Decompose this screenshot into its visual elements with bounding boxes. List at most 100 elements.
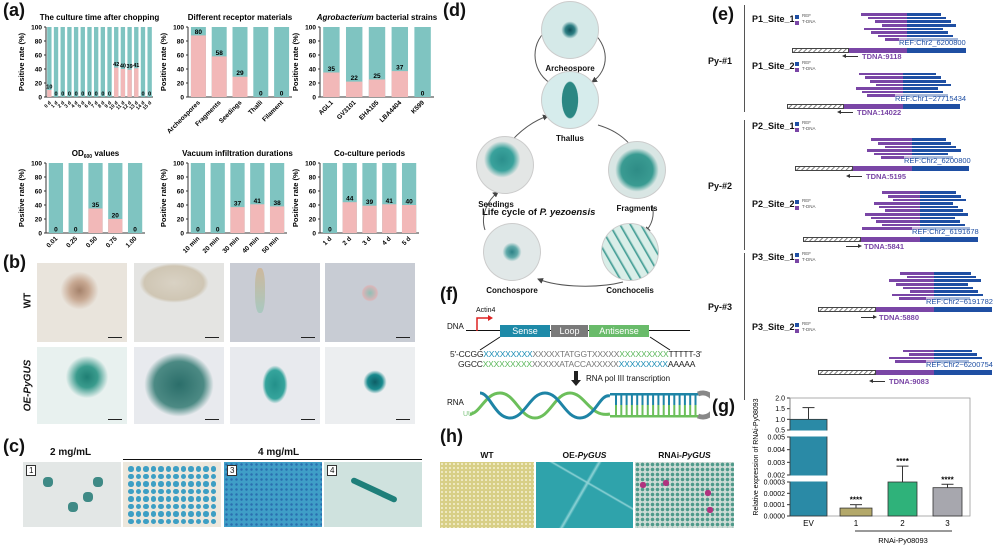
y-tick-label: 100: [305, 161, 316, 168]
read-tdna-segment: [903, 349, 934, 353]
well: [165, 511, 171, 517]
well: [173, 473, 179, 479]
well: [173, 488, 179, 494]
x-tick-label: 11 d: [115, 100, 126, 111]
bar-negative: [140, 27, 146, 97]
legend-ref-swatch: [795, 62, 799, 66]
well: [180, 511, 186, 517]
read-ref-segment: [903, 87, 938, 90]
well: [143, 488, 149, 494]
read-ref-segment: [907, 20, 951, 23]
x-tick-label: 2 d: [57, 100, 66, 109]
read-ref-segment: [934, 349, 972, 353]
read-tdna-segment: [856, 87, 903, 90]
x-axis-label: RNAi-Py08093: [878, 536, 928, 545]
data-label: 40: [405, 199, 413, 206]
bar-chart-1: The culture time after choppingPositive …: [17, 13, 159, 111]
bar-2: [887, 481, 918, 517]
legend-tdna-label: T-DNA: [802, 327, 816, 332]
read-tdna-segment: [873, 202, 920, 205]
well: [128, 496, 134, 502]
read-ref-segment: [903, 80, 946, 83]
y-tick-label: 60: [309, 53, 317, 60]
arrow-left-icon: [871, 381, 885, 382]
well: [150, 496, 156, 502]
x-tick-label: Seedings: [218, 99, 244, 125]
arrow-right-icon: [846, 246, 860, 247]
bar-negative: [53, 27, 59, 97]
well: [210, 466, 216, 472]
x-tick-label: 3: [945, 519, 950, 528]
data-label: 0: [280, 91, 284, 98]
stage-image-archeospore: [542, 2, 598, 58]
data-label: 0: [61, 92, 64, 98]
read-tdna-segment: [903, 286, 934, 290]
x-tick-label: 4 d: [70, 100, 79, 109]
bar-negative: [68, 163, 83, 233]
read-tdna-segment: [878, 142, 912, 145]
y-tick-label: 0: [38, 95, 42, 102]
y-tick-label: 80: [309, 39, 317, 46]
y-tick-label: 40: [309, 67, 317, 74]
legend-tdna-label: T-DNA: [802, 204, 816, 209]
read-tdna-segment: [896, 283, 934, 286]
data-label: 39: [366, 199, 374, 206]
well: [165, 518, 171, 524]
read-ref-segment: [920, 213, 968, 216]
read-tdna-segment: [892, 293, 934, 297]
data-label: 0: [101, 92, 104, 98]
well: [165, 481, 171, 487]
hatched-vector-segment: [787, 104, 844, 109]
read-ref-segment: [903, 83, 951, 87]
y-tick-label: 100: [173, 161, 184, 168]
arrow-head: [873, 315, 877, 319]
bar-positive: [190, 35, 206, 97]
legend-tdna-label: T-DNA: [802, 19, 816, 24]
well: [203, 518, 209, 524]
bar-negative: [190, 163, 206, 233]
well: [128, 511, 134, 517]
read-ref-segment: [907, 34, 953, 38]
well: [195, 518, 201, 524]
bar-positive: [362, 205, 377, 233]
legend-ref-label: REF: [802, 321, 811, 326]
legend-ref-label: REF: [802, 13, 811, 18]
site-label: P3_Site_1: [752, 252, 795, 262]
scale-bar: [396, 337, 410, 338]
x-tick-label: 6 d: [84, 100, 93, 109]
ref-position-label: REF:Chr1~27715434: [895, 94, 967, 103]
group-divider: [744, 120, 745, 250]
y-tick-label: 0.0001: [764, 502, 786, 509]
y-tick-label: 60: [309, 189, 317, 196]
arrow-left-icon: [839, 112, 853, 113]
well: [203, 488, 209, 494]
read-tdna-segment: [867, 94, 903, 97]
stained-fragment: [83, 492, 93, 502]
well: [150, 488, 156, 494]
y-axis-label: Positive rate (%): [291, 168, 300, 227]
x-tick-label: K599: [410, 99, 426, 115]
bar-negative: [107, 27, 112, 97]
well: [188, 488, 194, 494]
well: [158, 488, 164, 494]
oe-pygus-micrograph-2: [134, 347, 224, 424]
y-tick-label: 1.0: [775, 417, 785, 424]
bar-negative: [100, 27, 106, 97]
x-tick-label: 1 d: [50, 100, 59, 109]
well: [143, 503, 149, 509]
bar-1: [839, 507, 873, 517]
well: [195, 503, 201, 509]
read-ref-segment: [912, 142, 951, 145]
gus-image-4: 4: [324, 462, 422, 527]
data-label: 35: [328, 66, 336, 73]
data-label: 0: [196, 227, 200, 234]
bar-positive: [345, 81, 363, 97]
chart-title: Vacuum infiltration durations: [182, 149, 293, 158]
x-tick-label: 7 d: [90, 100, 99, 109]
promoter-arrow-icon: [476, 315, 493, 331]
well: [203, 503, 209, 509]
y-axis-label: Positive rate (%): [17, 168, 26, 227]
read-tdna-segment: [861, 13, 907, 16]
well: [173, 466, 179, 472]
